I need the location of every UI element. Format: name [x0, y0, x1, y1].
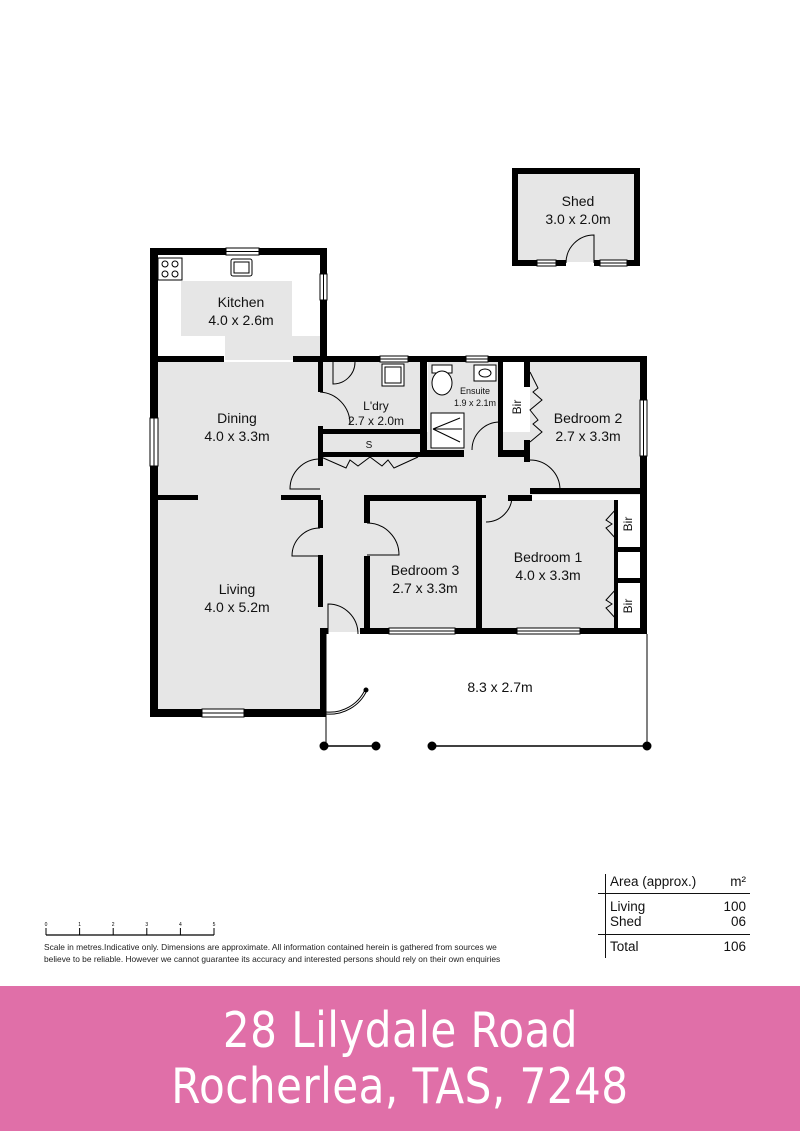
shed-dims: 3.0 x 2.0m	[545, 211, 610, 227]
laundry-label: L'dry	[363, 399, 389, 413]
area-table: Area (approx.) m² Living 100 Shed 06 Tot…	[598, 874, 750, 958]
area-row-total: Total 106	[598, 934, 750, 954]
scale-bar: 0 1 2 3 4 5	[45, 922, 216, 936]
living-dims: 4.0 x 5.2m	[204, 599, 269, 615]
kitchen-dims: 4.0 x 2.6m	[208, 312, 273, 328]
floor-plan: Shed 3.0 x 2.0m Kitchen 4.0 x 2.6m Dinin…	[149, 168, 652, 751]
storage-label: S	[366, 440, 373, 451]
area-total-value: 106	[723, 939, 746, 954]
bir-label-bedroom1-bottom: Bir	[621, 599, 635, 614]
area-table-divider	[605, 874, 606, 958]
room-labels: Shed 3.0 x 2.0m Kitchen 4.0 x 2.6m Dinin…	[204, 193, 635, 695]
area-row-label: Shed	[610, 914, 642, 929]
scale-tick-1: 1	[78, 922, 81, 928]
disclaimer-line-2: believe to be reliable. However we canno…	[44, 953, 501, 964]
bedroom2-label: Bedroom 2	[554, 410, 623, 426]
bedroom2-dims: 2.7 x 3.3m	[555, 428, 620, 444]
area-row-shed: Shed 06	[598, 914, 750, 929]
area-row-value: 06	[730, 914, 746, 929]
bedroom1-label: Bedroom 1	[514, 549, 583, 565]
dining-dims: 4.0 x 3.3m	[204, 428, 269, 444]
address-line-1: 28 Lilydale Road	[222, 1001, 578, 1059]
area-header-label: Area (approx.)	[610, 874, 697, 889]
ensuite-dims: 1.9 x 2.1m	[454, 398, 496, 408]
bedroom3-dims: 2.7 x 3.3m	[392, 580, 457, 596]
bir-label-bedroom2: Bir	[510, 400, 524, 415]
area-total-label: Total	[610, 939, 639, 954]
scale-tick-4: 4	[179, 922, 182, 928]
doors	[289, 234, 595, 715]
dining-label: Dining	[217, 410, 257, 426]
windows	[149, 247, 648, 718]
kitchen-label: Kitchen	[218, 294, 265, 310]
walls	[150, 168, 647, 717]
scale-tick-2: 2	[112, 922, 115, 928]
scale-tick-3: 3	[145, 922, 148, 928]
scale-tick-0: 0	[45, 922, 48, 928]
area-header-unit: m²	[730, 874, 746, 889]
deck	[319, 634, 652, 751]
deck-dims: 8.3 x 2.7m	[467, 679, 532, 695]
laundry-dims: 2.7 x 2.0m	[348, 414, 404, 428]
area-row-label: Living	[610, 899, 646, 914]
disclaimer-line-1: Scale in metres.Indicative only. Dimensi…	[44, 942, 497, 952]
area-row-living: Living 100	[598, 899, 750, 914]
fixtures	[157, 257, 618, 621]
living-label: Living	[219, 581, 256, 597]
address-banner: 28 Lilydale Road Rocherlea, TAS, 7248	[0, 986, 800, 1131]
bir-label-bedroom1-top: Bir	[621, 517, 635, 532]
scale-tick-5: 5	[213, 922, 216, 928]
disclaimer: Scale in metres.Indicative only. Dimensi…	[44, 942, 544, 965]
shed-label: Shed	[562, 193, 595, 209]
address-line-2: Rocherlea, TAS, 7248	[171, 1057, 629, 1115]
ensuite-label: Ensuite	[460, 386, 490, 396]
area-row-value: 100	[723, 899, 746, 914]
bedroom3-label: Bedroom 3	[391, 562, 460, 578]
area-table-header: Area (approx.) m²	[598, 874, 750, 894]
bedroom1-dims: 4.0 x 3.3m	[515, 567, 580, 583]
